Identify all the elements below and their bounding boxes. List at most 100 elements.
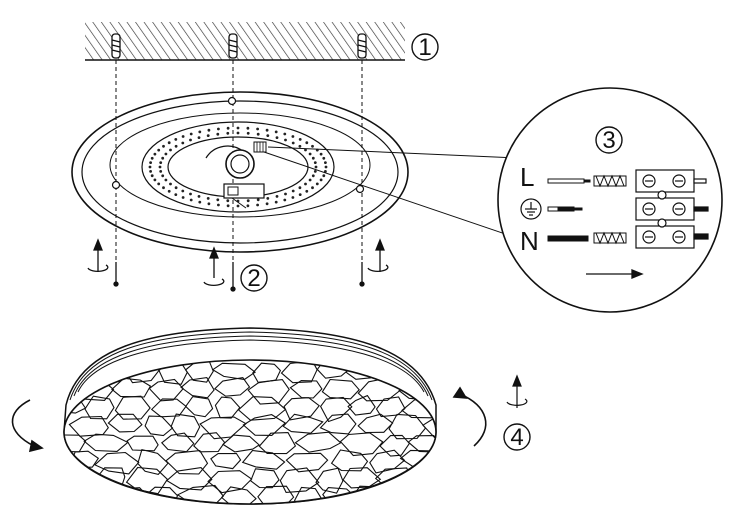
shade-cell: [210, 452, 242, 470]
lamp-shade: [63, 327, 478, 518]
led-dot: [313, 170, 317, 173]
terminal-block: [635, 169, 709, 249]
arrow-right-icon: [586, 269, 644, 279]
led-dot: [217, 127, 220, 131]
shade-cell: [125, 466, 169, 495]
led-dot: [319, 178, 323, 182]
led-dot: [198, 130, 202, 134]
led-dot: [313, 161, 317, 165]
shade-cell: [156, 503, 201, 504]
led-dot: [158, 165, 162, 169]
wall-plugs: [111, 33, 367, 59]
led-dot: [298, 138, 302, 141]
shade-cell: [285, 452, 329, 473]
led-dot: [174, 193, 178, 197]
shade-cell: [144, 415, 174, 437]
shade-cell: [123, 507, 158, 518]
led-dot: [284, 192, 287, 196]
led-dot: [181, 141, 185, 145]
center-hub: [205, 141, 267, 209]
shade-cell: [375, 396, 406, 418]
led-dot: [216, 132, 220, 136]
led-dot: [283, 198, 287, 202]
shade-cell: [241, 449, 286, 470]
led-dot: [153, 178, 157, 182]
led-dot: [226, 126, 230, 130]
shade-cell: [380, 487, 424, 504]
led-dot: [207, 128, 211, 132]
shade-cell: [222, 434, 260, 453]
screws: [87, 238, 389, 292]
led-dot: [314, 165, 318, 169]
shade-cell: [237, 396, 287, 421]
shade-cell: [93, 451, 140, 475]
step-2-badge: 2: [240, 264, 268, 292]
led-dot: [319, 152, 323, 156]
led-dot: [266, 134, 270, 138]
led-dot: [236, 204, 240, 208]
led-dot: [311, 186, 314, 190]
led-dot: [266, 197, 270, 200]
led-dot: [275, 136, 279, 140]
led-dot: [189, 138, 192, 142]
step-4-badge: 4: [503, 423, 531, 451]
led-dot: [256, 127, 259, 131]
led-dot: [256, 198, 260, 202]
led-dot: [265, 128, 269, 132]
led-dot: [206, 197, 210, 200]
ground-icon: [520, 198, 542, 220]
shade-cell: [264, 503, 298, 504]
shade-cell: [250, 468, 280, 489]
led-dot: [161, 174, 165, 178]
shade-cell: [150, 398, 187, 418]
shade-cell: [247, 379, 290, 405]
led-dot: [226, 204, 230, 208]
led-dot: [226, 199, 230, 203]
rotate-left-arrow-icon: [11, 399, 44, 453]
shade-cell: [439, 504, 478, 518]
step-1-badge: 1: [411, 33, 439, 61]
led-dot: [167, 189, 171, 193]
led-dot: [246, 199, 250, 203]
step-3-number: 3: [602, 127, 615, 154]
shade-cell: [114, 395, 151, 420]
shade-cell: [220, 486, 257, 504]
led-dot: [274, 130, 278, 134]
led-dot: [197, 195, 201, 198]
shade-cell: [322, 487, 354, 504]
wall-plug: [357, 33, 367, 59]
led-dot: [298, 193, 302, 197]
shade-cell: [439, 362, 475, 387]
shade-cell: [257, 485, 295, 504]
wires: [547, 174, 627, 245]
led-dot: [153, 152, 157, 156]
screw-right: [359, 238, 389, 287]
shade-cell: [200, 503, 235, 504]
shade-cell: [330, 449, 369, 472]
led-dot: [181, 196, 185, 199]
led-dot: [162, 144, 165, 148]
live-label: L: [520, 162, 534, 192]
shade-cell: [406, 506, 438, 518]
shade-cell: [193, 432, 226, 453]
shade-cell: [214, 396, 241, 419]
led-dot: [164, 178, 168, 182]
shade-cell: [242, 414, 287, 436]
shade-cell: [357, 413, 394, 434]
shade-cell: [165, 450, 209, 475]
led-dot: [291, 135, 295, 138]
led-dot: [161, 156, 165, 160]
wall-plug: [228, 33, 238, 59]
led-dot: [181, 189, 185, 193]
led-dot: [206, 134, 210, 138]
led-dot: [265, 202, 269, 206]
step-4-number: 4: [510, 424, 523, 451]
shade-cell: [107, 413, 143, 433]
shade-cell: [388, 413, 427, 440]
led-dot: [308, 178, 312, 182]
shade-cell: [111, 377, 152, 398]
led-dot: [226, 131, 230, 135]
led-dot: [174, 138, 178, 141]
detail-leader-lines: [263, 146, 518, 239]
